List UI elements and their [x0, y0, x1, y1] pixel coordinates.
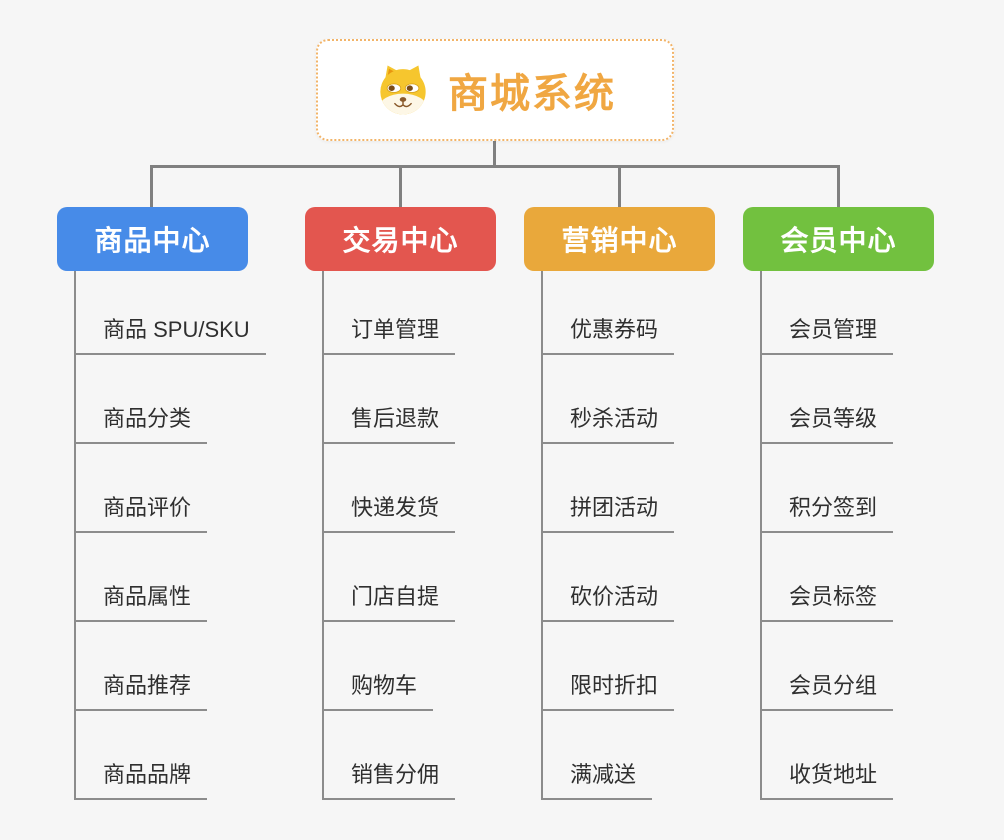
child-node[interactable]: 会员标签	[762, 583, 894, 622]
child-node[interactable]: 满减送	[543, 761, 653, 800]
branch-node-trade-center[interactable]: 交易中心	[305, 207, 496, 271]
child-node[interactable]: 商品品牌	[76, 761, 208, 800]
child-node[interactable]: 会员管理	[762, 316, 894, 355]
connector-drop-marketing	[618, 165, 621, 209]
child-node[interactable]: 秒杀活动	[543, 405, 675, 444]
child-node[interactable]: 优惠券码	[543, 316, 675, 355]
child-node[interactable]: 会员等级	[762, 405, 894, 444]
child-node[interactable]: 商品评价	[76, 494, 208, 533]
connector-drop-product	[150, 165, 153, 209]
child-node[interactable]: 商品 SPU/SKU	[76, 316, 266, 355]
child-node[interactable]: 积分签到	[762, 494, 894, 533]
child-node[interactable]: 订单管理	[324, 316, 456, 355]
branch-children-trade-center: 订单管理 售后退款 快递发货 门店自提 购物车 销售分佣	[322, 271, 456, 800]
child-node[interactable]: 会员分组	[762, 672, 894, 711]
connector-drop-trade	[399, 165, 402, 209]
branch-node-marketing-center[interactable]: 营销中心	[524, 207, 715, 271]
dog-face-icon	[380, 65, 426, 115]
child-node[interactable]: 门店自提	[324, 583, 456, 622]
connector-horizontal-bar	[150, 165, 840, 168]
branch-children-member-center: 会员管理 会员等级 积分签到 会员标签 会员分组 收货地址	[760, 271, 894, 800]
connector-drop-member	[837, 165, 840, 209]
child-node[interactable]: 购物车	[324, 672, 434, 711]
connector-root-stub	[493, 141, 496, 167]
child-node[interactable]: 售后退款	[324, 405, 456, 444]
child-node[interactable]: 商品属性	[76, 583, 208, 622]
child-node[interactable]: 销售分佣	[324, 761, 456, 800]
branch-children-marketing-center: 优惠券码 秒杀活动 拼团活动 砍价活动 限时折扣 满减送	[541, 271, 675, 800]
root-node-title: 商城系统	[448, 72, 616, 116]
child-node[interactable]: 收货地址	[762, 761, 894, 800]
child-node[interactable]: 砍价活动	[543, 583, 675, 622]
branch-children-product-center: 商品 SPU/SKU 商品分类 商品评价 商品属性 商品推荐 商品品牌	[74, 271, 266, 800]
root-node-mall-system[interactable]: 商城系统	[316, 39, 674, 141]
child-node[interactable]: 拼团活动	[543, 494, 675, 533]
child-node[interactable]: 商品分类	[76, 405, 208, 444]
child-node[interactable]: 限时折扣	[543, 672, 675, 711]
branch-node-member-center[interactable]: 会员中心	[743, 207, 934, 271]
branch-node-product-center[interactable]: 商品中心	[57, 207, 248, 271]
child-node[interactable]: 快递发货	[324, 494, 456, 533]
child-node[interactable]: 商品推荐	[76, 672, 208, 711]
